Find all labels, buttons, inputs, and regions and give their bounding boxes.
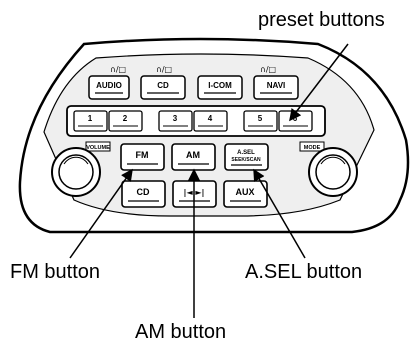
asel-button-callout: A.SEL button	[245, 261, 363, 283]
cd-button[interactable]: CD	[121, 180, 166, 208]
preset-buttons-callout: preset buttons	[258, 9, 385, 31]
am-button-label: AM	[186, 150, 200, 160]
preset-button-5[interactable]: 5	[243, 110, 278, 132]
cd-top-button[interactable]: CD	[140, 75, 186, 100]
volume-label: VOLUME	[86, 145, 110, 151]
volume-knob[interactable]	[51, 147, 101, 197]
icom-button-label: I-COM	[208, 81, 232, 90]
asel-button-label: A.SEL	[237, 150, 255, 156]
am-button[interactable]: AM	[171, 143, 216, 171]
aux-button-label: AUX	[235, 187, 254, 197]
headphone-label-navi: ∩/□	[260, 65, 276, 74]
mode-knob[interactable]	[308, 147, 358, 197]
preset-button-3[interactable]: 3	[158, 110, 193, 132]
seek-scan-label: SEEK/SCAN	[231, 157, 261, 163]
preset-2-label: 2	[123, 114, 128, 123]
preset-3-label: 3	[173, 114, 178, 123]
navi-button-label: NAVI	[267, 81, 286, 90]
preset-4-label: 4	[208, 114, 213, 123]
mode-label-plate	[299, 141, 325, 152]
cd-button-label: CD	[137, 187, 150, 197]
asel-leader-line	[253, 168, 306, 259]
headphone-label-audio: ∩/□	[110, 65, 126, 74]
headphone-label-cd: ∩/□	[156, 65, 172, 74]
mode-label: MODE	[304, 145, 321, 151]
aux-button[interactable]: AUX	[223, 180, 268, 208]
icom-button[interactable]: I-COM	[197, 75, 243, 100]
navi-button[interactable]: NAVI	[253, 75, 299, 100]
audio-button[interactable]: AUDIO	[88, 75, 130, 100]
am-button-callout: AM button	[135, 321, 227, 343]
preset-5-label: 5	[258, 114, 263, 123]
cd-top-button-label: CD	[157, 81, 169, 90]
asel-button[interactable]: A.SEL SEEK/SCAN	[224, 143, 269, 171]
preset-1-label: 1	[88, 114, 93, 123]
volume-label-plate	[85, 141, 111, 152]
fm-leader-line	[69, 168, 133, 259]
fm-button[interactable]: FM	[120, 143, 165, 171]
fm-button-callout: FM button	[10, 261, 101, 283]
fm-button-label: FM	[136, 150, 149, 160]
audio-button-label: AUDIO	[96, 81, 122, 90]
preset-button-1[interactable]: 1	[73, 110, 108, 132]
preset-leader-line	[289, 43, 349, 122]
preset-button-2[interactable]: 2	[108, 110, 143, 132]
preset-button-4[interactable]: 4	[193, 110, 228, 132]
